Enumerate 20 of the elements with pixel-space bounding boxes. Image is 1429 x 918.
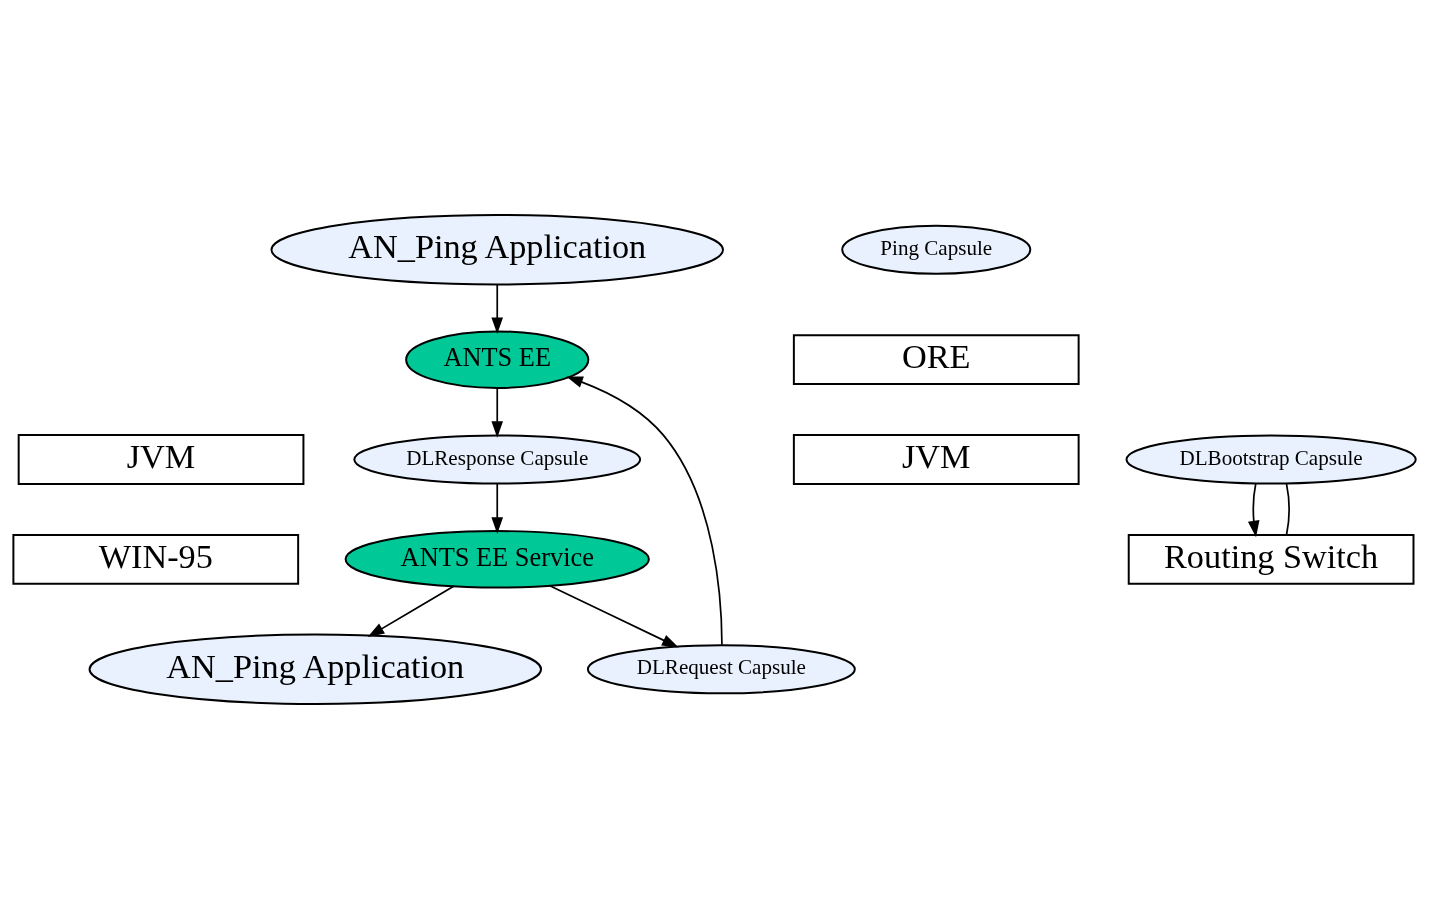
node-box: ORE [792, 333, 1080, 385]
arrow [548, 584, 679, 647]
arrow [491, 482, 504, 534]
node-ellipse: DLRequest Capsule [586, 643, 856, 694]
arrow [367, 584, 455, 637]
connector [1285, 482, 1290, 536]
node-box: WIN-95 [12, 533, 300, 585]
node-ellipse: AN_Ping Application [88, 633, 543, 705]
node-box: JVM [792, 433, 1080, 485]
node-ellipse: Ping Capsule [841, 224, 1032, 275]
node-box: Routing Switch [1127, 533, 1415, 585]
node-ellipse: DLResponse Capsule [353, 433, 642, 485]
node-box: JVM [17, 433, 305, 485]
arrow [491, 386, 504, 438]
node-ellipse: DLBootstrap Capsule [1125, 433, 1417, 485]
arrow [1247, 482, 1260, 537]
arrow [566, 376, 723, 646]
node-ellipse: AN_Ping Application [270, 213, 724, 285]
node-ellipse: ANTS EE Service [344, 529, 650, 589]
arrow [491, 283, 504, 334]
